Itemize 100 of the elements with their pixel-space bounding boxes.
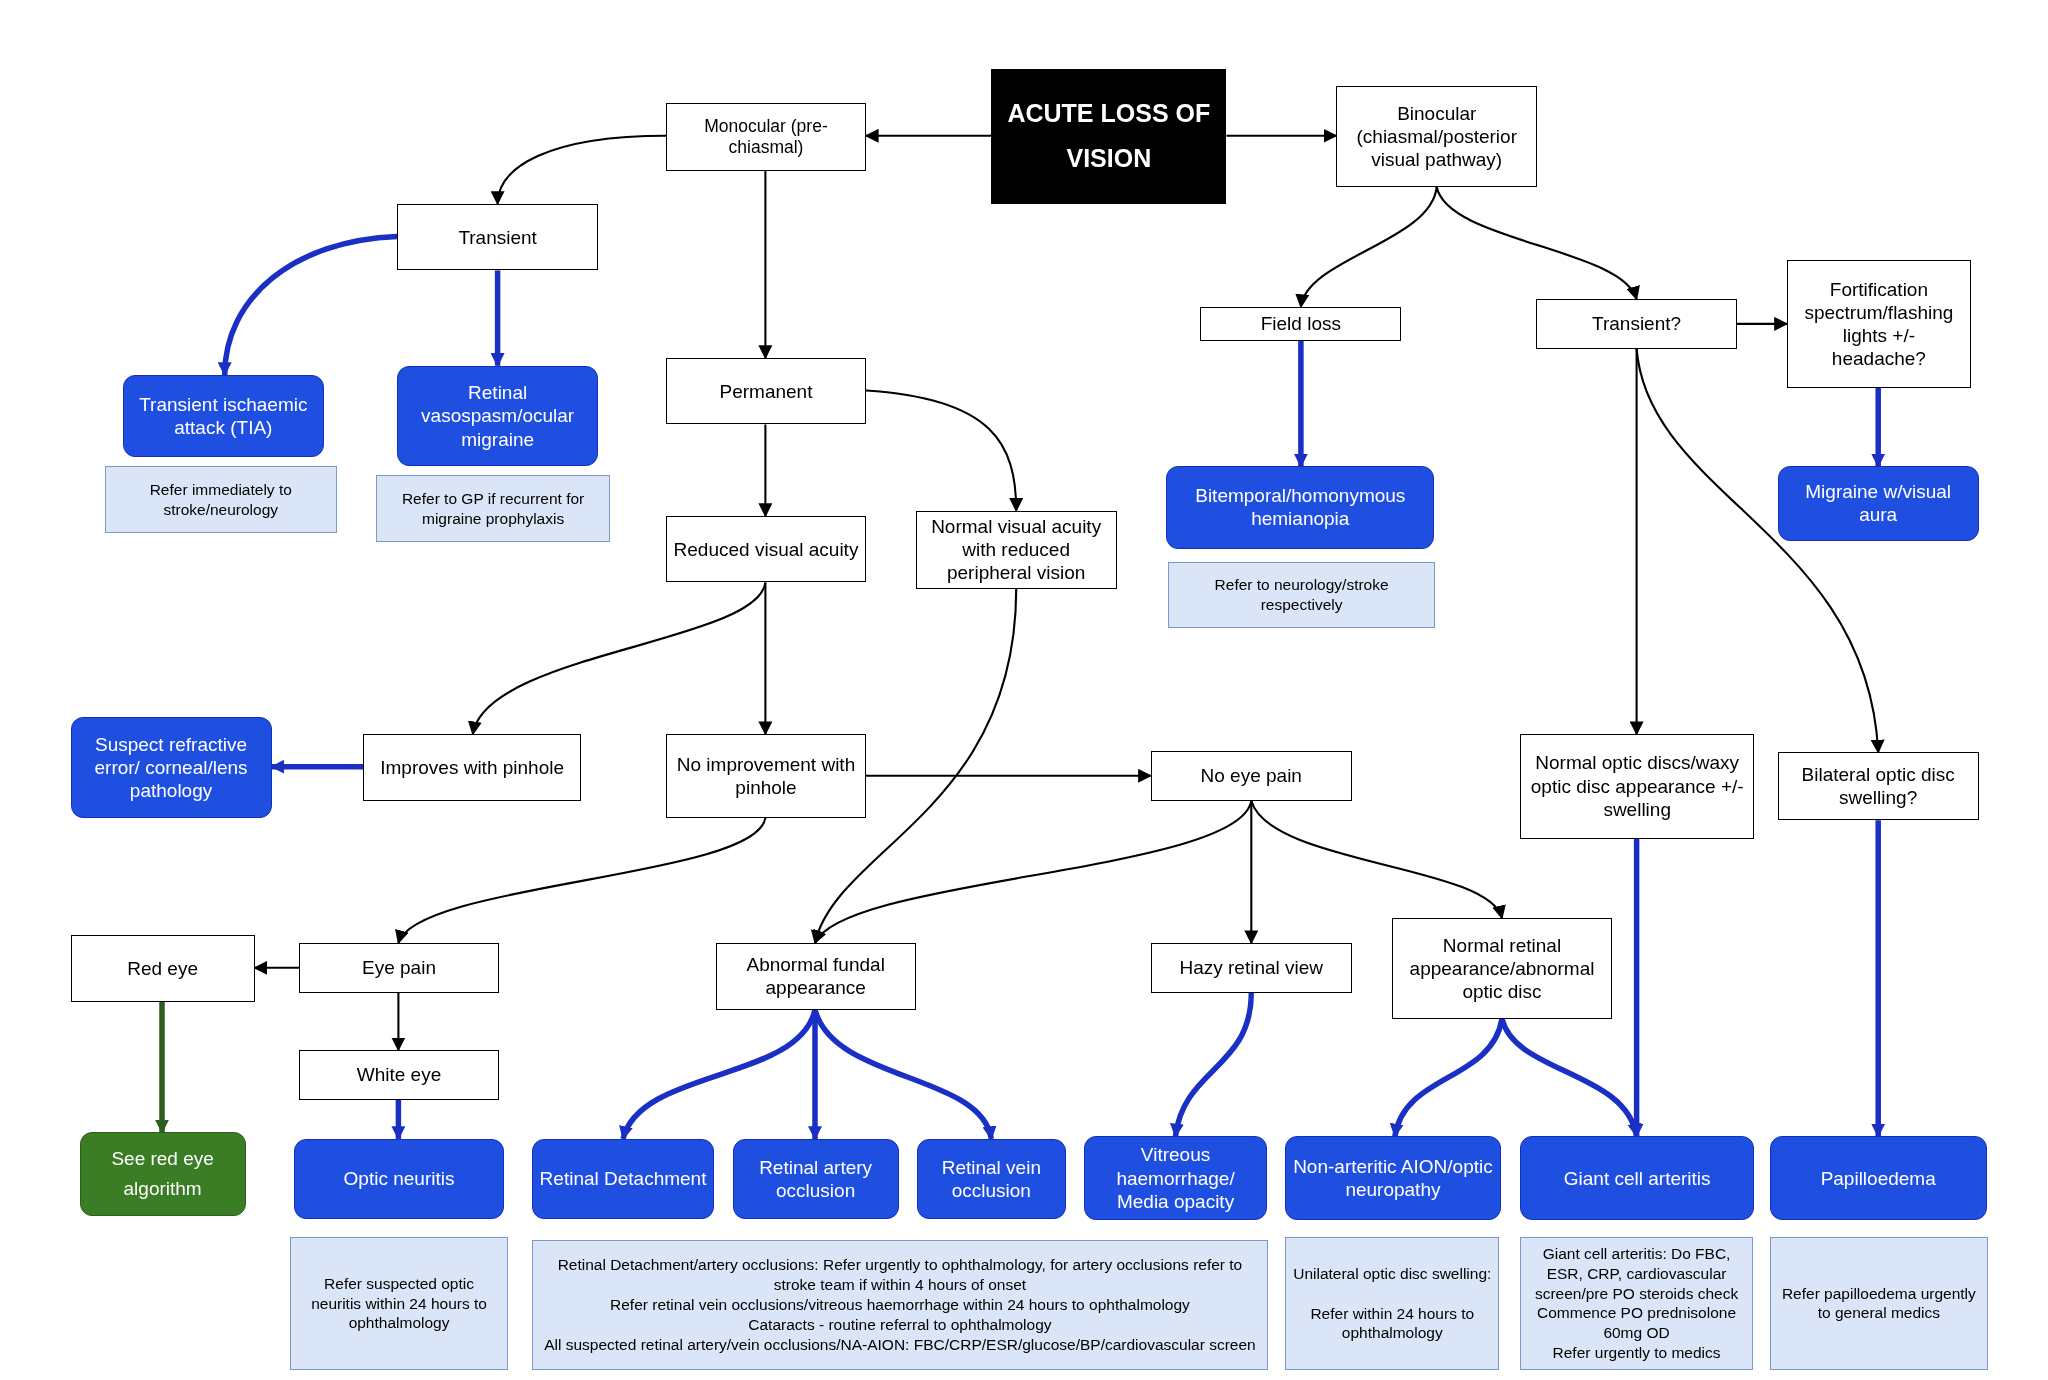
outcome-box (79, 1132, 246, 1216)
title-box (991, 69, 1227, 204)
note-box (290, 1236, 509, 1371)
arrow (1293, 340, 1308, 468)
outcome-box (1166, 466, 1435, 549)
node-text: Bitemporal/homonymous hemianopia (1194, 484, 1407, 531)
process-box (1336, 86, 1538, 187)
note-text: Refer retinal vein occlusions/vitreous haemorrhage within 24 hours to ophthalmology (610, 1294, 1190, 1315)
note-box (1167, 561, 1436, 629)
arrow (1391, 1018, 1505, 1138)
node-text: ACUTE LOSS OF VISION (1006, 98, 1212, 175)
process-box (1150, 943, 1352, 993)
arrow (1737, 316, 1789, 331)
node-text: Transient? (1592, 312, 1682, 336)
node-text: Fortification spectrum/flashing lights +/- headache? (1803, 277, 1955, 371)
process-box (363, 734, 582, 801)
process-box (1392, 918, 1612, 1019)
process-box (299, 943, 499, 993)
note-text: Refer suspected optic neuritis within 24 hours to ophthalmology (310, 1273, 488, 1334)
process-box (666, 734, 866, 818)
arrow (397, 817, 767, 945)
arrow (1298, 186, 1438, 309)
node-text: Hazy retinal view (1179, 956, 1324, 980)
node-text: Abnormal fundal appearance (745, 953, 886, 1000)
note-box (1520, 1236, 1753, 1371)
process-box (397, 203, 599, 271)
outcome-box (293, 1138, 505, 1219)
arrow (1171, 992, 1255, 1138)
node-text: No improvement with pinhole (675, 752, 857, 799)
note-text: All suspected retinal artery/vein occlusions/NA-AION: FBC/CRP/ESR/glucose/BP/cardiovascular screen (544, 1334, 1256, 1355)
arrow (471, 582, 767, 736)
note-text: Refer urgently to medics (1552, 1343, 1721, 1363)
outcome-box (122, 374, 324, 458)
note-box (104, 466, 337, 533)
node-text: Monocular (pre-chiasmal) (703, 115, 829, 159)
arrow (866, 768, 1153, 783)
arrow (1635, 348, 1884, 754)
process-box (1777, 752, 1979, 821)
note-text: Cataracts - routine referral to ophthalmology (748, 1314, 1052, 1335)
arrow (492, 134, 667, 206)
node-text: See red eye algorithm (110, 1146, 215, 1202)
node-text: White eye (356, 1063, 442, 1087)
node-text: Suspect refractive error/ corneal/lens pathology (93, 732, 249, 803)
node-text: Retinal vasospasm/ocular migraine (420, 381, 576, 451)
node-text: Giant cell arteritis (1563, 1166, 1711, 1190)
arrow (758, 424, 773, 518)
node-text: Migraine w/visual aura (1804, 480, 1952, 527)
arrow (391, 1099, 406, 1141)
arrow (1244, 800, 1259, 945)
outcome-box (916, 1138, 1066, 1219)
node-text: Field loss (1260, 312, 1341, 336)
node-text: Normal optic discs/waxy optic disc appearance +/- swelling (1529, 751, 1745, 821)
outcome-box (1285, 1136, 1501, 1220)
node-text: Transient ischaemic attack (TIA) (138, 392, 309, 440)
node-text: Reduced visual acuity (673, 537, 859, 561)
process-box (1150, 751, 1352, 801)
arrow (391, 992, 406, 1052)
arrow (1250, 800, 1503, 920)
arrow (758, 582, 773, 736)
node-text: Retinal Detachment (539, 1167, 707, 1191)
note-text: Refer to GP if recurrent for migraine prophylaxis (400, 488, 586, 529)
arrow (864, 128, 992, 143)
note-text: Refer papilloedema urgently to general medics (1780, 1283, 1977, 1324)
node-text: Vitreous haemorrhage/ Media opacity (1115, 1143, 1236, 1213)
node-text: Papilloedema (1820, 1166, 1936, 1190)
node-text: Optic neuritis (343, 1167, 455, 1191)
note-box (1285, 1236, 1500, 1371)
outcome-box (531, 1138, 715, 1219)
arrow (1629, 838, 1644, 1138)
arrow (270, 759, 364, 774)
note-box (1769, 1236, 1988, 1371)
node-text: Retinal vein occlusion (940, 1155, 1042, 1202)
arrow (490, 270, 505, 368)
process-box (1200, 306, 1402, 341)
note-text: Refer to neurology/stroke respectively (1213, 575, 1390, 615)
outcome-box (397, 365, 599, 467)
arrow (1499, 1017, 1640, 1138)
process-box (70, 935, 255, 1002)
node-text: Normal visual acuity with reduced peripheral vision (930, 515, 1103, 585)
node-text: Improves with pinhole (380, 755, 564, 779)
arrow (253, 960, 300, 975)
arrow (155, 1001, 169, 1134)
node-text: Normal retinal appearance/abnormal optic disc (1408, 933, 1596, 1004)
note-box (376, 475, 610, 542)
process-box (666, 357, 866, 425)
note-text: Giant cell arteritis: Do FBC, ESR, CRP, cardiovascular screen/pre PO steroids check (1533, 1244, 1740, 1304)
outcome-box (70, 717, 272, 818)
node-text: Binocular (chiasmal/posterior visual pathway) (1355, 101, 1518, 172)
process-box (715, 943, 916, 1010)
node-text: Red eye (127, 956, 198, 981)
node-text: Retinal artery occlusion (758, 1155, 874, 1202)
process-box (1786, 259, 1971, 388)
node-text: Permanent (719, 379, 813, 403)
arrow (1435, 186, 1638, 301)
node-text: Transient (458, 225, 537, 249)
outcome-box (1520, 1136, 1755, 1220)
note-text: Commence PO prednisolone 60mg OD (1536, 1303, 1738, 1344)
outcome-box (1084, 1136, 1267, 1220)
arrow (218, 233, 398, 377)
arrow (1871, 820, 1886, 1138)
